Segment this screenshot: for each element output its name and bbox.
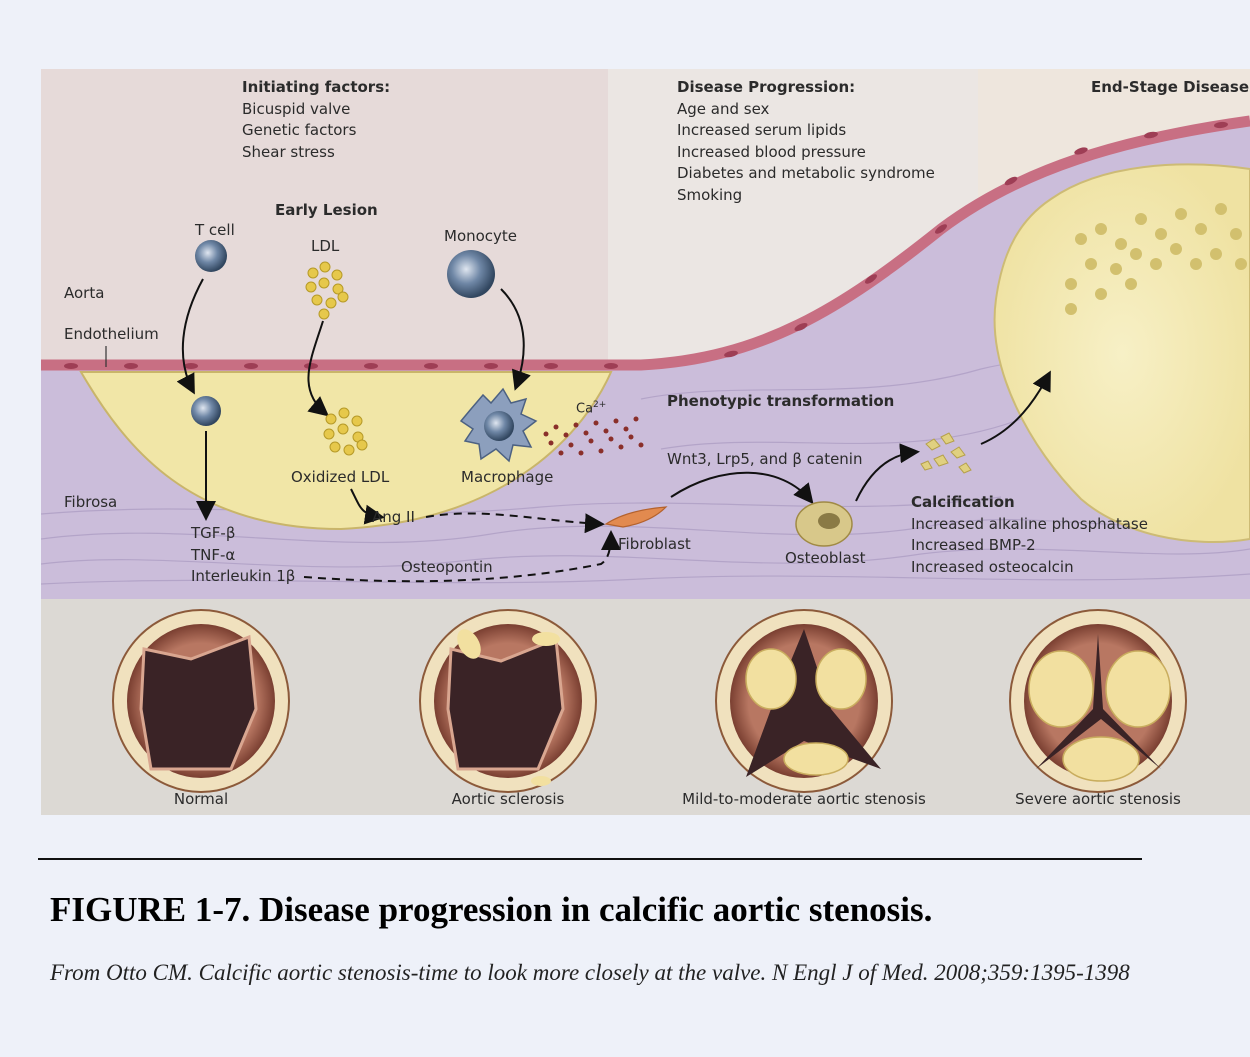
disease-progression-item: Age and sex <box>677 99 935 121</box>
calcification-item: Increased osteocalcin <box>911 557 1148 579</box>
caption-divider <box>38 858 1142 860</box>
calcification-item: Increased BMP-2 <box>911 535 1148 557</box>
cytokine-list: TGF-β TNF-α Interleukin 1β <box>191 523 295 588</box>
cytokine-item: TGF-β <box>191 523 295 545</box>
t-cell-label: T cell <box>195 220 235 241</box>
valve-label-severe: Severe aortic stenosis <box>978 789 1218 810</box>
valve-normal <box>113 610 289 792</box>
monocyte-cell <box>447 250 495 298</box>
osteoblast-nucleus <box>818 513 840 529</box>
valve-severe <box>1010 610 1186 792</box>
initiating-factor-item: Genetic factors <box>242 120 390 142</box>
disease-progression-figure: Initiating factors: Bicuspid valve Genet… <box>41 69 1250 815</box>
disease-progression-heading: Disease Progression: <box>677 77 935 99</box>
calcification-list: Calcification Increased alkaline phospha… <box>911 492 1148 578</box>
initiating-factors-heading: Initiating factors: <box>242 77 390 99</box>
valve-aortic-sclerosis <box>420 610 596 792</box>
calcification-item: Increased alkaline phosphatase <box>911 514 1148 536</box>
valve-label-normal: Normal <box>101 789 301 810</box>
valve-label-mild-to-moderate: Mild-to-moderate aortic stenosis <box>654 789 954 810</box>
phenotypic-transformation-label: Phenotypic transformation <box>667 391 894 412</box>
disease-progression-list: Disease Progression: Age and sex Increas… <box>677 77 935 206</box>
disease-progression-item: Diabetes and metabolic syndrome <box>677 163 935 185</box>
cytokine-item: Interleukin 1β <box>191 566 295 588</box>
aorta-label: Aorta <box>64 283 104 304</box>
figure-artwork <box>41 69 1250 815</box>
ldl-label: LDL <box>311 236 339 257</box>
initiating-factor-item: Bicuspid valve <box>242 99 390 121</box>
macrophage-label: Macrophage <box>461 467 553 488</box>
osteoblast-label: Osteoblast <box>785 548 866 569</box>
osteopontin-label: Osteopontin <box>401 557 493 578</box>
cytokine-item: TNF-α <box>191 545 295 567</box>
valve-label-aortic-sclerosis: Aortic sclerosis <box>408 789 608 810</box>
disease-progression-item: Increased blood pressure <box>677 142 935 164</box>
monocyte-label: Monocyte <box>444 226 517 247</box>
early-lesion-label: Early Lesion <box>275 200 378 221</box>
t-cell-in-lesion <box>191 396 221 426</box>
valve-mild-to-moderate <box>716 610 892 792</box>
wnt-label: Wnt3, Lrp5, and β catenin <box>667 449 862 470</box>
macrophage-nucleus <box>484 411 514 441</box>
t-cell <box>195 240 227 272</box>
calcium-charge: 2+ <box>593 400 606 410</box>
initiating-factors-list: Initiating factors: Bicuspid valve Genet… <box>242 77 390 163</box>
calcium-ion-label: Ca2+ <box>576 395 606 419</box>
fibrosa-label: Fibrosa <box>64 492 117 513</box>
initiating-factor-item: Shear stress <box>242 142 390 164</box>
disease-progression-item: Smoking <box>677 185 935 207</box>
fibroblast-label: Fibroblast <box>618 534 691 555</box>
figure-caption-source: From Otto CM. Calcific aortic stenosis-t… <box>50 957 1202 989</box>
end-stage-label: End-Stage Disease <box>1091 77 1249 98</box>
calcification-heading: Calcification <box>911 492 1148 514</box>
ang-ii-label: Ang II <box>372 507 415 528</box>
calcium-symbol: Ca <box>576 401 593 416</box>
disease-progression-item: Increased serum lipids <box>677 120 935 142</box>
endothelium-label: Endothelium <box>64 324 159 345</box>
oxidized-ldl-label: Oxidized LDL <box>291 467 389 488</box>
figure-caption-title: FIGURE 1-7. Disease progression in calci… <box>50 890 932 930</box>
